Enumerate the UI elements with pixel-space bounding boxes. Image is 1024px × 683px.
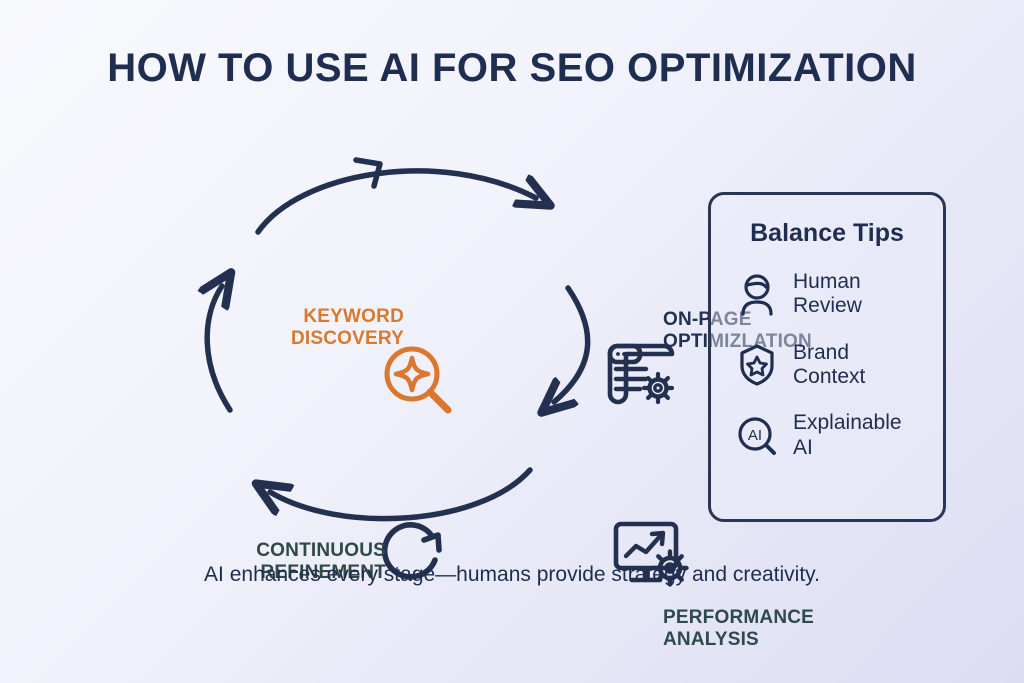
- node-label-on-page-optimization: ON-PAGE OPTIMIZLATION: [663, 309, 812, 353]
- seo-cycle-diagram: KEYWORD DISCOVERY ON-PAGE OPTIMIZLATION …: [150, 120, 814, 650]
- arrow-performance-to-refinement: [270, 467, 533, 522]
- magnifier-sparkle-icon: [378, 340, 460, 427]
- shield-star-icon: [735, 341, 779, 389]
- arrow-keyword-to-onpage: [255, 168, 536, 235]
- tip-label-explainable-ai: Explainable AI: [793, 411, 902, 459]
- tip-label-human-review: Human Review: [793, 270, 862, 318]
- node-label-performance-analysis: PERFORMANCE ANALYSIS: [663, 607, 815, 651]
- balance-tips-panel: Balance Tips Human Review: [708, 192, 946, 522]
- cycle-arrows: [150, 157, 591, 522]
- monitor-chart-gear-icon: [608, 516, 698, 607]
- tip-item-brand-context: Brand Context: [735, 341, 943, 390]
- person-icon: [735, 270, 779, 318]
- arrow-onpage-to-performance: [554, 285, 591, 402]
- arrow-refinement-to-keyword: [207, 286, 230, 413]
- balance-tips-title: Balance Tips: [750, 219, 904, 247]
- page-title: HOW TO USE AI FOR SEO OPTIMIZATION: [107, 46, 917, 90]
- tip-item-explainable-ai: AI Explainable AI: [735, 411, 943, 460]
- node-label-keyword-discovery: KEYWORD DISCOVERY: [290, 306, 404, 350]
- svg-text:AI: AI: [748, 427, 762, 444]
- node-label-continuous-refinement: CONTINUOUS REFINEMENT: [256, 540, 386, 584]
- footer-caption: AI enhances every stage—humans provide s…: [204, 563, 820, 586]
- balance-tips-list: Human Review Brand Context AI: [711, 270, 943, 460]
- refresh-circle-icon: [378, 516, 456, 599]
- arrow-chevron-top: [353, 157, 383, 189]
- tip-item-human-review: Human Review: [735, 270, 943, 319]
- tip-label-brand-context: Brand Context: [793, 340, 866, 389]
- document-gear-icon: [602, 336, 688, 423]
- ai-magnifier-icon: AI: [735, 412, 779, 460]
